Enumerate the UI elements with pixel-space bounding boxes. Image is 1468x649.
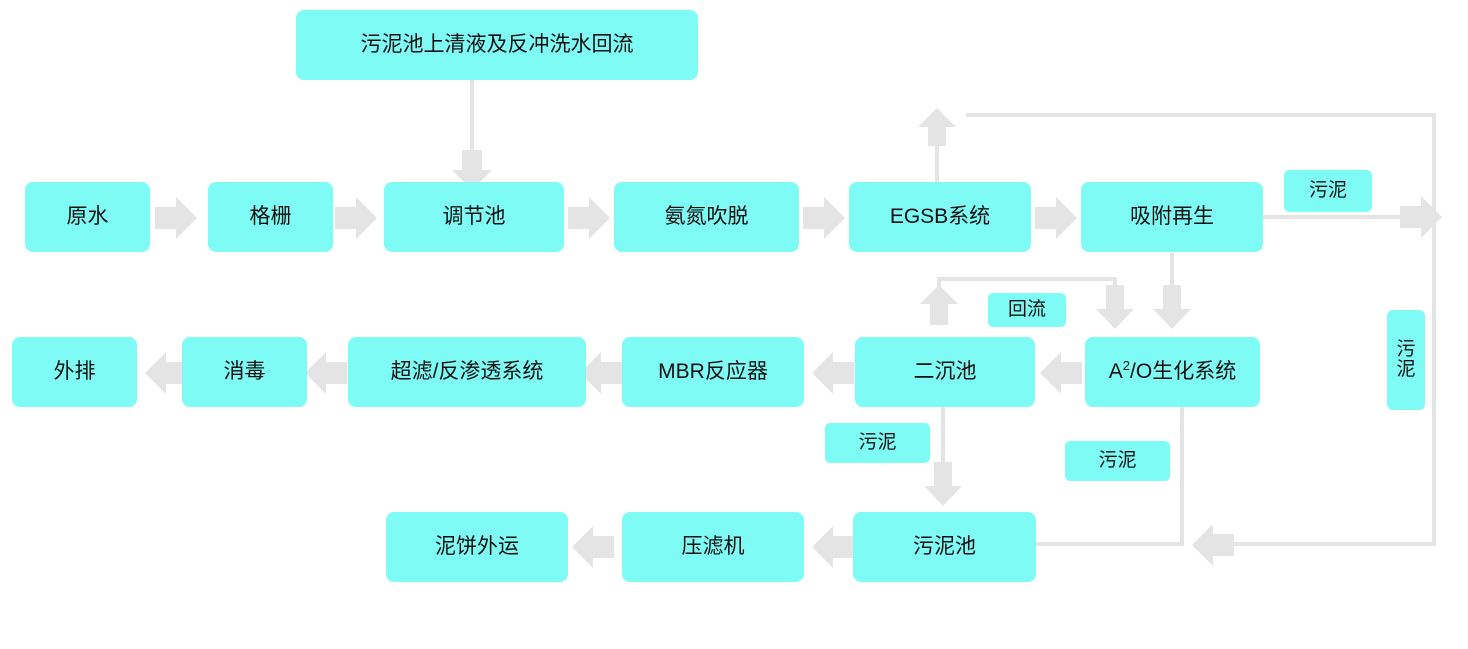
node-raw-water[interactable]: 原水: [25, 182, 150, 252]
connector-adsorption-down-vertical: [1170, 253, 1174, 289]
node-recycle-top[interactable]: 污泥池上清液及反冲洗水回流: [296, 10, 698, 80]
arrow-left-secondary-settling-to-mbr: [812, 352, 854, 394]
node-ammonia-stripping[interactable]: 氨氮吹脱: [614, 182, 799, 252]
node-ao-system[interactable]: A2/O生化系统: [1085, 337, 1260, 407]
node-label-superscript: 2: [1122, 357, 1131, 373]
node-label: 格栅: [249, 204, 292, 228]
arrow-left-disinfection-to-discharge: [145, 352, 187, 394]
node-label: 泥饼外运: [435, 534, 519, 558]
node-secondary-settling-tank[interactable]: 二沉池: [855, 337, 1035, 407]
edge-label: 回流: [1007, 299, 1046, 321]
arrow-right-egsb-to-adsorption: [1035, 197, 1077, 239]
node-mbr-reactor[interactable]: MBR反应器: [622, 337, 804, 407]
node-adsorption-regeneration[interactable]: 吸附再生: [1081, 182, 1263, 252]
arrow-up-reflux-to-secondary-settling: [920, 285, 958, 325]
edge-label-char-1: 污: [1396, 339, 1416, 361]
arrow-right-regulating-to-ammonia: [568, 197, 610, 239]
arrow-left-uf-ro-to-disinfection: [305, 352, 347, 394]
label-sludge-ao: 污泥: [1065, 441, 1170, 481]
node-label-suffix: /O生化系统: [1130, 359, 1237, 383]
node-mud-cake-transport[interactable]: 泥饼外运: [386, 512, 568, 582]
arrow-up-into-egsb: [918, 108, 956, 146]
connector-reflux-horizontal: [937, 277, 1117, 281]
connector-top-return-horizontal: [966, 113, 1436, 117]
node-disinfection[interactable]: 消毒: [182, 337, 307, 407]
connector-adsorption-sludge-horizontal: [1262, 215, 1407, 219]
arrow-left-sludge-tank-to-filter-press: [812, 526, 854, 568]
node-regulating-tank[interactable]: 调节池: [384, 182, 564, 252]
edge-label: 污泥: [858, 432, 897, 454]
node-grille[interactable]: 格栅: [208, 182, 333, 252]
node-label: 氨氮吹脱: [664, 204, 749, 228]
arrow-right-adsorption-sludge: [1400, 196, 1442, 238]
node-label: 压滤机: [681, 534, 745, 558]
arrow-left-bottom-return: [1192, 524, 1234, 566]
node-label: 吸附再生: [1130, 204, 1214, 228]
label-reflux: 回流: [988, 293, 1066, 327]
arrow-right-grille-to-regulating: [335, 197, 377, 239]
node-label: 超滤/反渗透系统: [390, 359, 544, 383]
node-label: 二沉池: [913, 359, 977, 383]
arrow-left-ao-to-secondary-settling: [1040, 352, 1082, 394]
connector-bottom-return-horizontal: [1232, 542, 1436, 546]
arrow-left-mbr-to-uf-ro: [580, 352, 622, 394]
connector-ao-down-vertical: [1180, 406, 1184, 546]
label-sludge-adsorption: 污泥: [1284, 170, 1372, 212]
node-label: 污泥池上清液及反冲洗水回流: [360, 32, 634, 56]
node-label: MBR反应器: [658, 359, 768, 383]
node-label: EGSB系统: [889, 204, 991, 228]
edge-label-char-2: 泥: [1396, 359, 1416, 380]
node-filter-press[interactable]: 压滤机: [622, 512, 804, 582]
node-uf-ro-system[interactable]: 超滤/反渗透系统: [348, 337, 586, 407]
node-discharge[interactable]: 外排: [12, 337, 137, 407]
node-label-composite: A2/O生化系统: [1109, 359, 1236, 385]
label-sludge-secondary-settling: 污泥: [825, 423, 930, 463]
node-label-prefix: A: [1108, 359, 1123, 383]
node-egsb-system[interactable]: EGSB系统: [849, 182, 1031, 252]
connector-ao-to-sludge-tank-horizontal: [1036, 542, 1184, 546]
arrow-right-ammonia-to-egsb: [803, 197, 845, 239]
arrow-down-adsorption-to-ao: [1153, 285, 1191, 329]
arrow-left-filter-press-to-mud-cake: [572, 526, 614, 568]
node-label: 调节池: [442, 204, 506, 228]
connector-egsb-up-vertical: [935, 128, 939, 183]
arrow-down-secondary-to-sludge-tank: [924, 462, 962, 506]
connector-recycle-to-regulating-vertical: [470, 80, 474, 154]
edge-label: 污泥: [1308, 180, 1347, 202]
label-sludge-right-vertical: 污 泥: [1387, 310, 1425, 410]
node-label: 污泥池: [913, 534, 976, 558]
arrow-right-rawwater-to-grille: [155, 197, 197, 239]
arrow-down-reflux-to-ao: [1096, 285, 1134, 329]
node-label: 外排: [53, 359, 96, 383]
node-sludge-tank[interactable]: 污泥池: [853, 512, 1036, 582]
node-label: 消毒: [223, 359, 266, 383]
node-label: 原水: [66, 204, 109, 228]
connector-right-bus-vertical: [1432, 113, 1436, 546]
edge-label: 污泥: [1098, 450, 1137, 472]
connector-secondary-settling-down-vertical: [941, 406, 945, 469]
arrow-down-recycle-to-regulating: [452, 150, 492, 190]
